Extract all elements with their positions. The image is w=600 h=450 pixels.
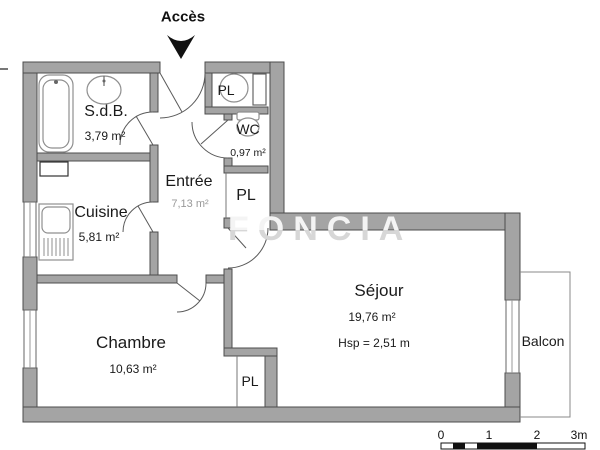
wall-pl-chambre-right	[264, 355, 278, 408]
door-leaf-chambre	[176, 282, 201, 302]
wall-bottom	[22, 406, 521, 423]
wall-left-top	[22, 61, 38, 203]
wall-below-wc	[223, 165, 269, 174]
door-leaf-cuisine	[137, 205, 154, 233]
wall-pl-chambre-top	[223, 347, 278, 357]
wall-chambre-top-left	[36, 274, 178, 284]
closet-label-chambre: PL	[241, 373, 259, 389]
room-name-entree: Entrée	[165, 173, 213, 190]
partition-walls	[36, 72, 278, 408]
wall-column-left-jamb	[204, 72, 213, 108]
room-name-wc: WC	[236, 121, 260, 137]
wall-top-left	[22, 61, 161, 74]
kitchen-sink-basin	[41, 206, 71, 234]
closet-front-lines	[225, 173, 238, 407]
wall-sejour-top	[269, 212, 521, 231]
door-arc-sejour	[227, 227, 269, 269]
room-name-chambre: Chambre	[96, 333, 166, 352]
access-arrow-icon	[167, 35, 195, 59]
cabinet-box	[39, 161, 69, 177]
wall-sejour-right-top	[504, 212, 521, 301]
door-arc-entrance	[159, 72, 206, 119]
kitchen-drainboard	[43, 238, 69, 256]
doors	[119, 72, 269, 313]
door-leaf-wc	[200, 119, 229, 145]
scale-seg-2	[477, 443, 489, 449]
toilet-icon	[236, 117, 260, 137]
door-leaf-entrance	[159, 72, 183, 113]
wall-sdb-right-upper	[149, 72, 159, 113]
wall-sdb-bottom	[36, 152, 159, 162]
scale-label-1: 1	[485, 428, 493, 442]
room-area-sdb: 3,79 m²	[84, 129, 126, 143]
outer-walls	[22, 61, 521, 423]
room-name-sdb: S.d.B.	[84, 103, 128, 120]
ceiling-height-sejour: Hsp = 2,51 m	[338, 336, 410, 350]
washbasin-drain	[102, 79, 106, 83]
wall-column-right	[269, 61, 285, 219]
wall-left-mid	[22, 256, 38, 311]
door-leaf-sejour	[227, 227, 247, 249]
access-label: Accès	[160, 8, 206, 26]
room-area-sejour: 19,76 m²	[348, 310, 396, 324]
scale-label-2: 2	[533, 428, 541, 442]
room-area-wc: 0,97 m²	[230, 147, 266, 159]
room-area-chambre: 10,63 m²	[109, 362, 157, 376]
scale-seg-1	[453, 443, 465, 449]
wall-sejour-left-upper	[223, 217, 233, 229]
door-arc-wc	[191, 121, 229, 159]
bathtub-faucet	[54, 80, 58, 84]
door-arc-cuisine	[122, 201, 154, 233]
wall-sejour-left-lower	[223, 268, 233, 349]
duct-box	[252, 73, 267, 106]
water-heater-icon	[219, 73, 249, 103]
wall-wc-left-upper	[223, 113, 233, 121]
door-leaf-sdb	[135, 115, 154, 146]
scale-bar	[440, 442, 586, 450]
room-area-cuisine: 5,81 m²	[78, 230, 120, 244]
scale-label-0: 0	[437, 428, 445, 442]
windows	[23, 201, 520, 374]
scale-label-3: 3m	[570, 428, 588, 442]
bathtub-inner	[42, 79, 70, 149]
room-name-balcon: Balcon	[521, 333, 565, 349]
fixtures	[38, 73, 267, 261]
balcon-outline	[520, 271, 571, 418]
room-area-entree: 7,13 m²	[171, 198, 209, 210]
wall-kitchen-right-upper	[149, 144, 159, 203]
door-arc-chambre	[176, 282, 207, 313]
room-name-cuisine: Cuisine	[74, 204, 128, 221]
closet-label-entree: PL	[236, 187, 256, 204]
room-name-sejour: Séjour	[354, 281, 404, 300]
closet-label-top: PL	[217, 82, 235, 98]
door-arc-sdb	[119, 111, 154, 146]
scale-seg-3	[489, 443, 537, 449]
